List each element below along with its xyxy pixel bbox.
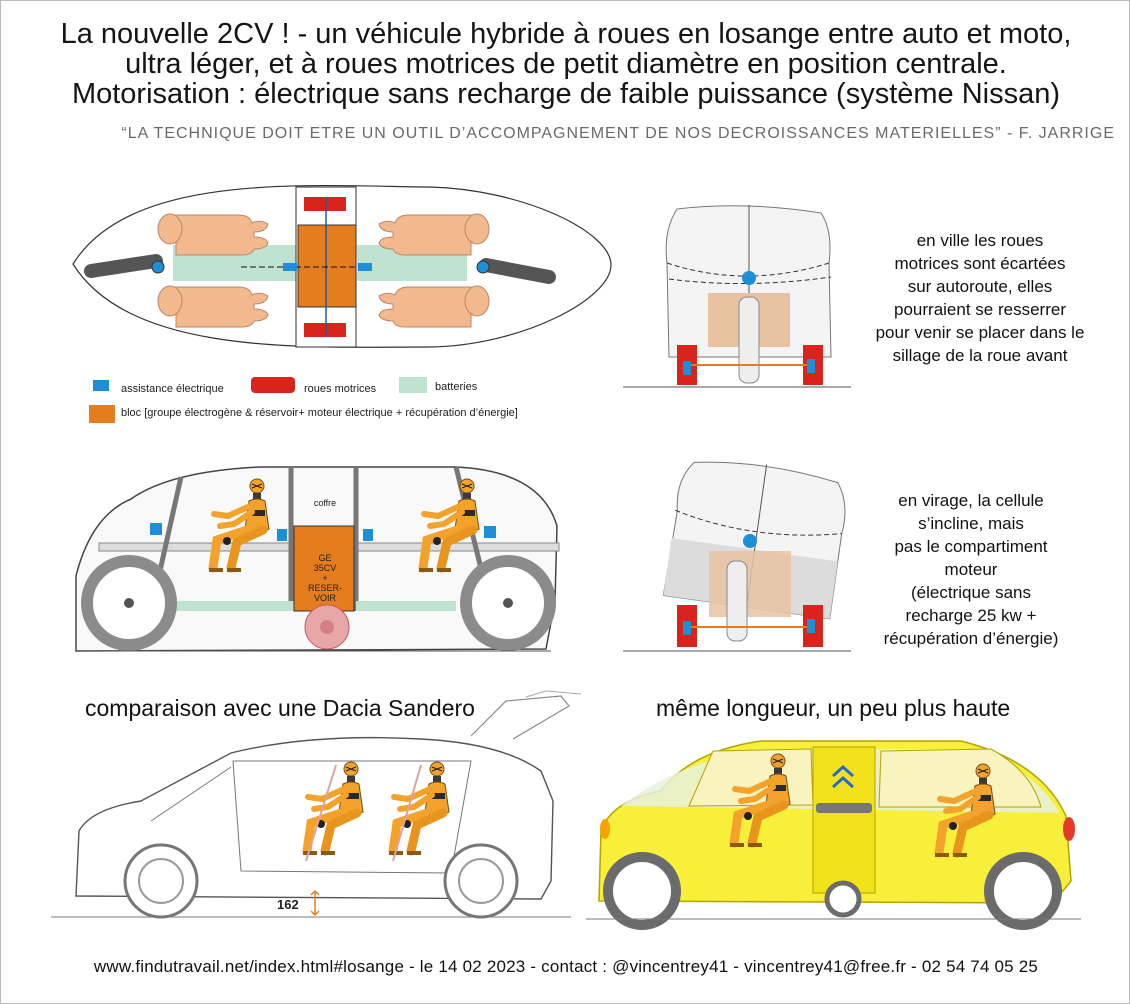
legend-swatch-drive	[251, 377, 295, 393]
side-view	[75, 466, 560, 652]
legend-swatch-block	[89, 405, 115, 423]
legend-assist-label: assistance électrique	[121, 383, 224, 395]
front-view-straight	[623, 205, 851, 388]
front-view-tilted	[623, 461, 851, 652]
legend-batteries-label: batteries	[435, 381, 478, 393]
title-line-2: ultra léger, et à roues motrices de peti…	[125, 48, 1007, 80]
sandero-drawing	[51, 690, 582, 919]
title-line-3: Motorisation : électrique sans recharge …	[71, 78, 1061, 110]
page-title: La nouvelle 2CV ! - un véhicule hybride …	[11, 19, 1121, 109]
sandero-clearance-label: 162	[277, 897, 299, 912]
legend-swatch-batteries	[399, 377, 427, 393]
note-turn: en virage, la cellule s’incline, mais pa…	[883, 491, 1059, 648]
quote: “LA TECHNIQUE DOIT ETRE UN OUTIL D’ACCOM…	[121, 125, 1115, 142]
footer-contact: www.findutravail.net/index.html#losange …	[93, 957, 1039, 976]
note-city: en ville les roues motrices sont écartée…	[875, 231, 1085, 365]
heading-compare: comparaison avec une Dacia Sandero	[85, 695, 475, 721]
legend-drive-label: roues motrices	[304, 383, 377, 395]
legend-block-label: bloc [groupe électrogène & réservoir+ mo…	[121, 407, 518, 419]
yellow-2cv-drawing	[586, 740, 1081, 930]
heading-same-length: même longueur, un peu plus haute	[656, 695, 1011, 721]
coffre-label: coffre	[313, 498, 337, 508]
engine-block-label: GE 35CV + RESER- VOIR	[307, 553, 342, 603]
legend	[89, 377, 427, 423]
legend-swatch-assist	[93, 380, 109, 391]
title-line-1: La nouvelle 2CV ! - un véhicule hybride …	[60, 18, 1072, 50]
top-view	[72, 184, 612, 348]
